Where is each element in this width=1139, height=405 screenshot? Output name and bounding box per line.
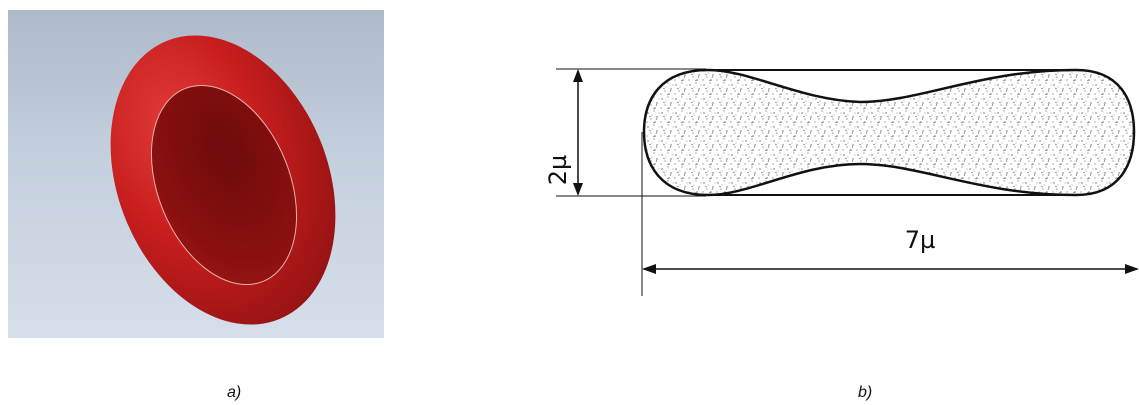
biconcave-cross-section [642,68,1136,197]
caption-b: b) [858,384,873,401]
cell-concave-center [151,85,297,285]
width-dimension-label: 7µ [904,226,936,254]
render-panel [8,10,384,338]
cell-center-edge-line [150,84,298,286]
caption-a: a) [227,384,242,401]
width-arrow-right [1125,264,1139,274]
height-arrow-bottom [573,183,583,196]
cross-section-drawing [556,68,1139,296]
height-dimension-label: 2µ [544,154,572,186]
width-arrow-left [642,264,656,274]
red-blood-cell-render [110,35,336,325]
height-arrow-top [573,69,583,82]
cross-section-panel: 2µ 7µ [520,40,1139,310]
